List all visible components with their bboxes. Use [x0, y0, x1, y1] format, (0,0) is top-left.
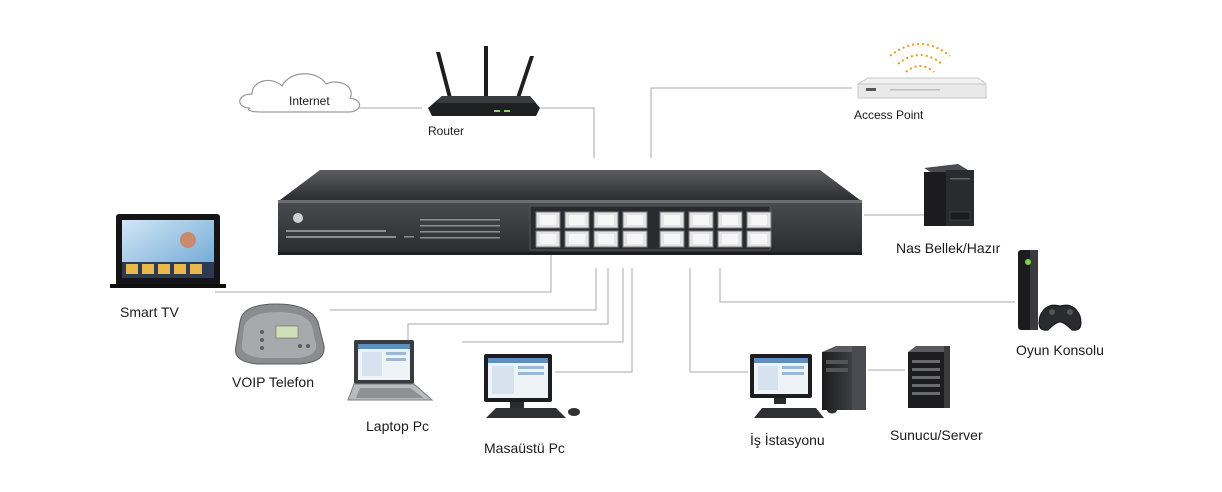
label-desktop: Masaüstü Pc [484, 440, 565, 456]
workstation-icon [750, 346, 866, 418]
smart-tv-icon [110, 214, 226, 288]
port-13-socket [722, 215, 738, 225]
line-switch-desktop2 [555, 268, 633, 373]
line-switch-voip [330, 268, 597, 311]
line-router-switch [540, 107, 595, 158]
line-switch-laptop [407, 268, 609, 340]
port-10-socket [664, 234, 680, 244]
access-point-icon [857, 43, 987, 99]
desktop-pc-icon [484, 354, 580, 418]
line-switch-console [719, 268, 1015, 303]
nas-icon [924, 164, 974, 226]
port-12-socket [693, 234, 709, 244]
port-11-socket [693, 215, 709, 225]
connection-lines [215, 87, 1015, 373]
label-nas: Nas Bellek/Hazır [896, 240, 1001, 256]
port-8-socket [627, 234, 643, 244]
server-icon [908, 346, 950, 408]
line-ap-switch [650, 87, 852, 158]
port-2-socket [540, 234, 556, 244]
router-icon [428, 46, 540, 116]
switch-device [278, 170, 862, 255]
port-5-socket [598, 215, 614, 225]
label-internet: Internet [289, 94, 330, 108]
port-7-socket [627, 215, 643, 225]
label-access-point: Access Point [854, 108, 924, 122]
cloud-icon [239, 73, 361, 113]
label-laptop: Laptop Pc [366, 418, 430, 434]
port-9-socket [664, 215, 680, 225]
port-3-socket [569, 215, 585, 225]
label-router: Router [428, 124, 465, 138]
label-voip: VOIP Telefon [232, 374, 314, 390]
port-grid [535, 211, 772, 248]
port-16-socket [751, 234, 767, 244]
tplink-logo-icon [293, 213, 303, 223]
label-workstation: İş İstasyonu [750, 432, 825, 448]
port-1-socket [540, 215, 556, 225]
wifi-icon [889, 43, 951, 73]
game-console-icon [1018, 250, 1082, 331]
led-panel [404, 219, 500, 239]
line-switch-desktop [462, 268, 624, 343]
port-14-socket [722, 234, 738, 244]
line-switch-workstation [689, 268, 748, 373]
voip-phone-icon [234, 303, 325, 365]
label-game-console: Oyun Konsolu [1016, 342, 1104, 358]
line-switch-smarttv [215, 255, 552, 293]
laptop-icon [347, 340, 434, 401]
label-server: Sunucu/Server [890, 427, 983, 443]
port-15-socket [751, 215, 767, 225]
port-4-socket [569, 234, 585, 244]
port-6-socket [598, 234, 614, 244]
label-smart-tv: Smart TV [120, 304, 179, 320]
